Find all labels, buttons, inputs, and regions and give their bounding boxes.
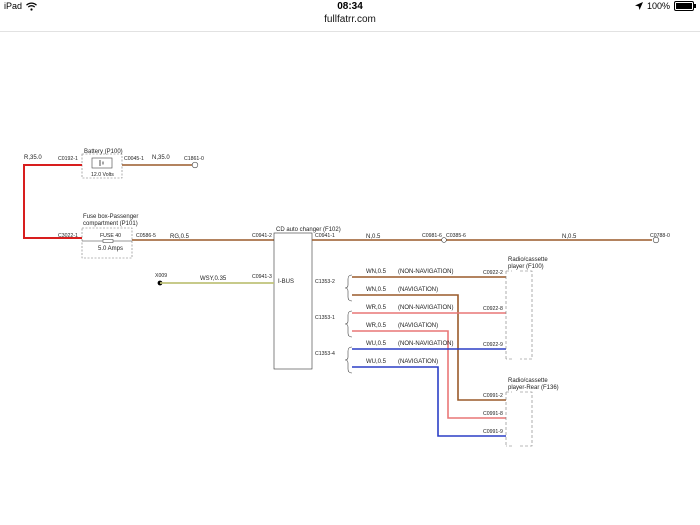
g1-l2-wire: WN,0.5 [366, 287, 387, 293]
wire-label-n35: N,35.0 [152, 155, 170, 161]
ground-symbol [191, 161, 199, 169]
battery-cell [91, 157, 113, 169]
battery-title: Battery (P100) [84, 149, 123, 155]
wire-label-r35: R,35.0 [24, 155, 42, 161]
fusebox-conn-left: C3022-1 [58, 233, 78, 239]
header-divider [0, 31, 700, 32]
ground-conn-label: C1861-0 [184, 156, 204, 162]
g2-l2-desc: (NAVIGATION) [398, 323, 438, 329]
g2-l1-desc: (NON-NAVIGATION) [398, 305, 453, 311]
fusebox-conn-right: C0586-5 [136, 233, 156, 239]
g3-l2-desc: (NAVIGATION) [398, 359, 438, 365]
fusebox-box [81, 227, 133, 259]
fusebox-title-2: compartment (P101) [83, 221, 138, 227]
radio-rear-outline [505, 391, 533, 447]
g3-l1-desc: (NON-NAVIGATION) [398, 341, 453, 347]
battery-conn-left: C0192-1 [58, 156, 78, 162]
battery-percent: 100% [646, 1, 670, 11]
wire-r35 [23, 164, 82, 239]
g3-l1-wire: WU,0.5 [366, 341, 387, 347]
url-text: fullfatrr.com [324, 14, 376, 25]
cd-conn-right-top: C0941-1 [315, 233, 335, 239]
group2-bracket [344, 310, 353, 338]
fuse-element [102, 239, 114, 243]
radio-rear-title-1: Radio/cassette [508, 378, 548, 384]
fuse-label: FUSE 40 [100, 233, 121, 239]
cd-title: CD auto changer (F102) [276, 227, 341, 233]
radio-front-conn-2: C0922-8 [483, 306, 503, 312]
g1-l1-desc: (NON-NAVIGATION) [398, 269, 453, 275]
end-ground-symbol [652, 236, 660, 244]
cd-ibus: I-BUS [278, 279, 294, 285]
inline-connector-top [441, 237, 447, 243]
status-left: iPad [4, 1, 37, 11]
address-bar[interactable]: fullfatrr.com [0, 14, 700, 28]
g2-l2-wire: WR,0.5 [366, 323, 387, 329]
battery-volts: 12.0 Volts [91, 172, 114, 178]
battery-icon [674, 1, 696, 11]
top-wire-label-1: N,0.5 [366, 234, 381, 240]
fusebox-title-1: Fuse box-Passenger [83, 214, 138, 220]
wire-wr-nav [352, 330, 506, 419]
fuse-amps: 5.0 Amps [98, 246, 123, 252]
group3-conn: C1353-4 [315, 351, 335, 357]
x009-label: X009 [155, 273, 167, 279]
group1-conn: C1353-2 [315, 279, 335, 285]
radio-front-conn-3: C0922-9 [483, 342, 503, 348]
radio-rear-conn-3: C0991-9 [483, 429, 503, 435]
wire-wn-nav [352, 294, 506, 401]
radio-front-title-1: Radio/cassette [508, 257, 548, 263]
wifi-icon [26, 2, 37, 11]
g1-l1-wire: WN,0.5 [366, 269, 387, 275]
wire-wu-nav [352, 366, 506, 437]
top-wire-conn-1: C0981-6 [422, 233, 442, 239]
group2-conn: C1353-1 [315, 315, 335, 321]
cd-box [273, 232, 313, 370]
top-wire-label-2: N,0.5 [562, 234, 577, 240]
wire-label-rg: RG,0.5 [170, 234, 190, 240]
cd-conn-left-top: C0941-2 [252, 233, 272, 239]
battery-conn-right: C0045-1 [124, 156, 144, 162]
radio-front-outline [505, 270, 533, 360]
radio-rear-conn-1: C0991-2 [483, 393, 503, 399]
battery-level-fill [676, 3, 692, 9]
location-arrow-icon [634, 2, 643, 10]
radio-rear-title-2: player-Rear (F136) [508, 385, 559, 391]
status-right: 100% [634, 1, 696, 11]
cd-conn-left-mid: C0941-3 [252, 274, 272, 280]
device-name: iPad [4, 1, 23, 11]
radio-front-title-2: player (F100) [508, 264, 544, 270]
g3-l2-wire: WU,0.5 [366, 359, 387, 365]
top-wire-end-conn: C0788-0 [650, 233, 670, 239]
g1-l2-desc: (NAVIGATION) [398, 287, 438, 293]
status-time: 08:34 [337, 1, 363, 12]
status-bar: iPad 08:34 100% [0, 0, 700, 14]
group1-bracket [344, 274, 353, 302]
wire-label-wsy: WSY,0.35 [200, 276, 227, 282]
g2-l1-wire: WR,0.5 [366, 305, 387, 311]
top-wire-conn-2: C0385-6 [446, 233, 466, 239]
radio-rear-conn-2: C0991-8 [483, 411, 503, 417]
radio-front-conn-1: C0922-2 [483, 270, 503, 276]
group3-bracket [344, 346, 353, 374]
